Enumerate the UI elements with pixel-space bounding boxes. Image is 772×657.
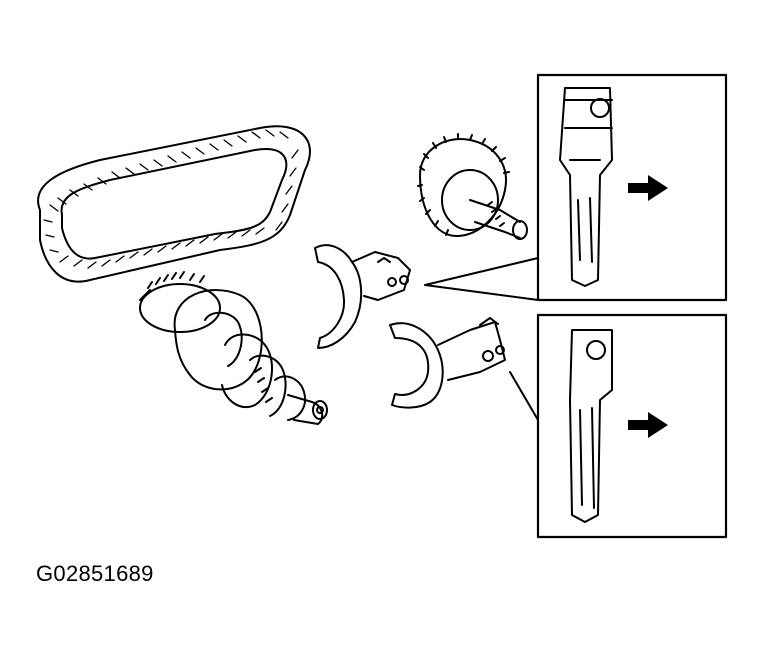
figure-id-label: G02851689	[36, 561, 154, 586]
leader-line-upper	[424, 257, 539, 301]
leader-line-lower	[509, 371, 539, 421]
detail-box-lower	[536, 313, 728, 539]
shift-fork-lower	[389, 317, 506, 409]
detail-box-upper	[536, 73, 728, 302]
mainshaft-assembly	[139, 271, 328, 425]
driven-sprocket-gear	[417, 133, 528, 240]
right-arrow-icon	[628, 175, 668, 201]
shift-fork-upper	[314, 244, 411, 349]
drive-chain	[37, 125, 311, 283]
right-arrow-icon	[628, 412, 668, 438]
